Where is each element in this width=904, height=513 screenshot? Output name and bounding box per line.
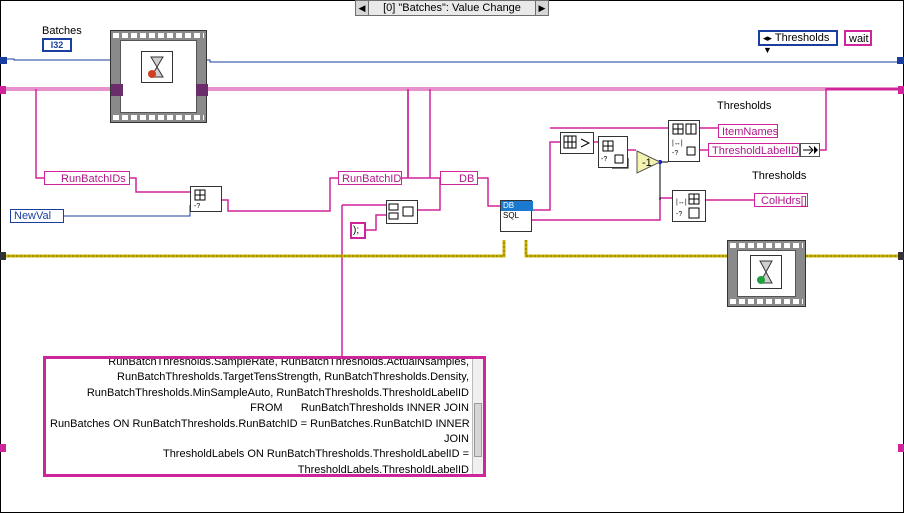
transpose-array-node[interactable] <box>560 132 594 154</box>
newval-wire <box>64 205 191 217</box>
tunnel-left-blue <box>0 57 7 64</box>
tunnel-right-blue <box>897 57 904 64</box>
sql-line: ThresholdLabels.ThresholdLabelID <box>297 463 469 476</box>
svg-text:-?: -? <box>676 211 682 218</box>
svg-text:-1: -1 <box>642 157 652 169</box>
paren-string-constant[interactable]: ); <box>350 222 366 239</box>
thresholdlabelids-label: ThresholdLabelIDs <box>712 145 805 157</box>
newval-terminal[interactable]: NewVal <box>10 209 64 223</box>
decrement-node[interactable]: -1 <box>636 150 662 174</box>
hourglass-green-icon <box>750 255 782 289</box>
itemnames-label: ItemNames <box>722 126 779 138</box>
array-split-node-2[interactable]: |↔| -? <box>672 190 706 222</box>
db-node-header: DB <box>501 201 533 211</box>
svg-text:|↔|: |↔| <box>676 199 687 206</box>
db-node-sql-label: SQL <box>503 211 520 220</box>
array-subset-node[interactable]: -? <box>598 136 628 168</box>
case-selector[interactable]: ◀ [0] "Batches": Value Change ▶ <box>355 0 549 16</box>
batches-label: Batches <box>42 25 82 37</box>
colhdrs-label: ColHdrs[] <box>761 195 807 207</box>
decrement-case-arrow[interactable]: ◀ <box>356 1 369 15</box>
sql-string-constant[interactable]: RunBatchThresholds.SampleRate, RunBatchT… <box>43 356 486 477</box>
runbatchid-property-node[interactable]: RunBatchID <box>338 171 402 185</box>
hourglass-icon <box>141 51 173 83</box>
sequence-tunnel-right <box>196 84 208 96</box>
sql-scrollbar[interactable] <box>472 359 483 474</box>
db-property-node[interactable]: DB <box>440 171 478 185</box>
case-selector-label: [0] "Batches": Value Change <box>383 2 521 14</box>
sql-line: RunBatchThresholds.TargetTensStrength, R… <box>117 371 469 384</box>
wait-sequence-frame-top[interactable] <box>110 30 207 123</box>
svg-text:-?: -? <box>194 203 200 210</box>
sql-line: RunBatchThresholds.MinSampleAuto, RunBat… <box>86 386 469 399</box>
runbatchid-label: RunBatchID <box>342 173 402 185</box>
scrollbar-thumb[interactable] <box>474 403 482 457</box>
chevron-down-icon: ▼ <box>763 45 772 55</box>
runbatchids-property-node[interactable]: RunBatchIDs <box>44 171 130 185</box>
sql-line: RunBatches ON RunBatchThresholds.RunBatc… <box>50 417 470 430</box>
wait-sequence-frame-bottom[interactable] <box>727 240 806 307</box>
svg-text:-?: -? <box>672 150 678 157</box>
svg-text:|↔|: |↔| <box>672 140 683 147</box>
colhdrs-property-node[interactable]: ColHdrs[] <box>754 193 808 207</box>
thresholds-ref-selector[interactable]: ◂▸ Thresholds ▼ <box>758 30 838 55</box>
sql-text: RunBatchThresholds.SampleRate, RunBatchT… <box>50 356 470 476</box>
svg-text:-?: -? <box>601 156 607 163</box>
array-split-node[interactable]: |↔| -? <box>668 120 700 162</box>
sql-line: ThresholdLabels ON RunBatchThresholds.Th… <box>162 448 469 461</box>
runbatchids-label: RunBatchIDs <box>61 173 126 185</box>
local-variable-arrow[interactable] <box>800 143 820 157</box>
db-sql-execute-node[interactable]: DB SQL <box>500 200 533 232</box>
ref-icon: ◂▸ <box>763 33 773 43</box>
sql-line: RunBatchThresholds.SampleRate, RunBatchT… <box>108 356 469 368</box>
index-array-node[interactable]: -? <box>190 186 222 212</box>
thresholds-node-label-1: Thresholds <box>717 100 772 112</box>
sequence-tunnel-left <box>111 84 123 96</box>
db-label: DB <box>459 173 475 185</box>
sql-line: JOIN <box>443 433 469 446</box>
wait-string-constant[interactable]: wait <box>844 30 872 46</box>
thresholds-node-label-2: Thresholds <box>752 170 807 182</box>
itemnames-property-node[interactable]: ItemNames <box>718 124 778 138</box>
thresholds-ref-label: Thresholds <box>774 32 830 44</box>
sql-line: FROM RunBatchThresholds INNER JOIN <box>250 402 469 415</box>
concatenate-strings-node[interactable] <box>386 200 418 224</box>
batches-i32-terminal[interactable]: I32 <box>42 38 72 52</box>
increment-case-arrow[interactable]: ▶ <box>535 1 548 15</box>
thresholdlabelids-property-node[interactable]: ThresholdLabelIDs <box>708 143 804 157</box>
